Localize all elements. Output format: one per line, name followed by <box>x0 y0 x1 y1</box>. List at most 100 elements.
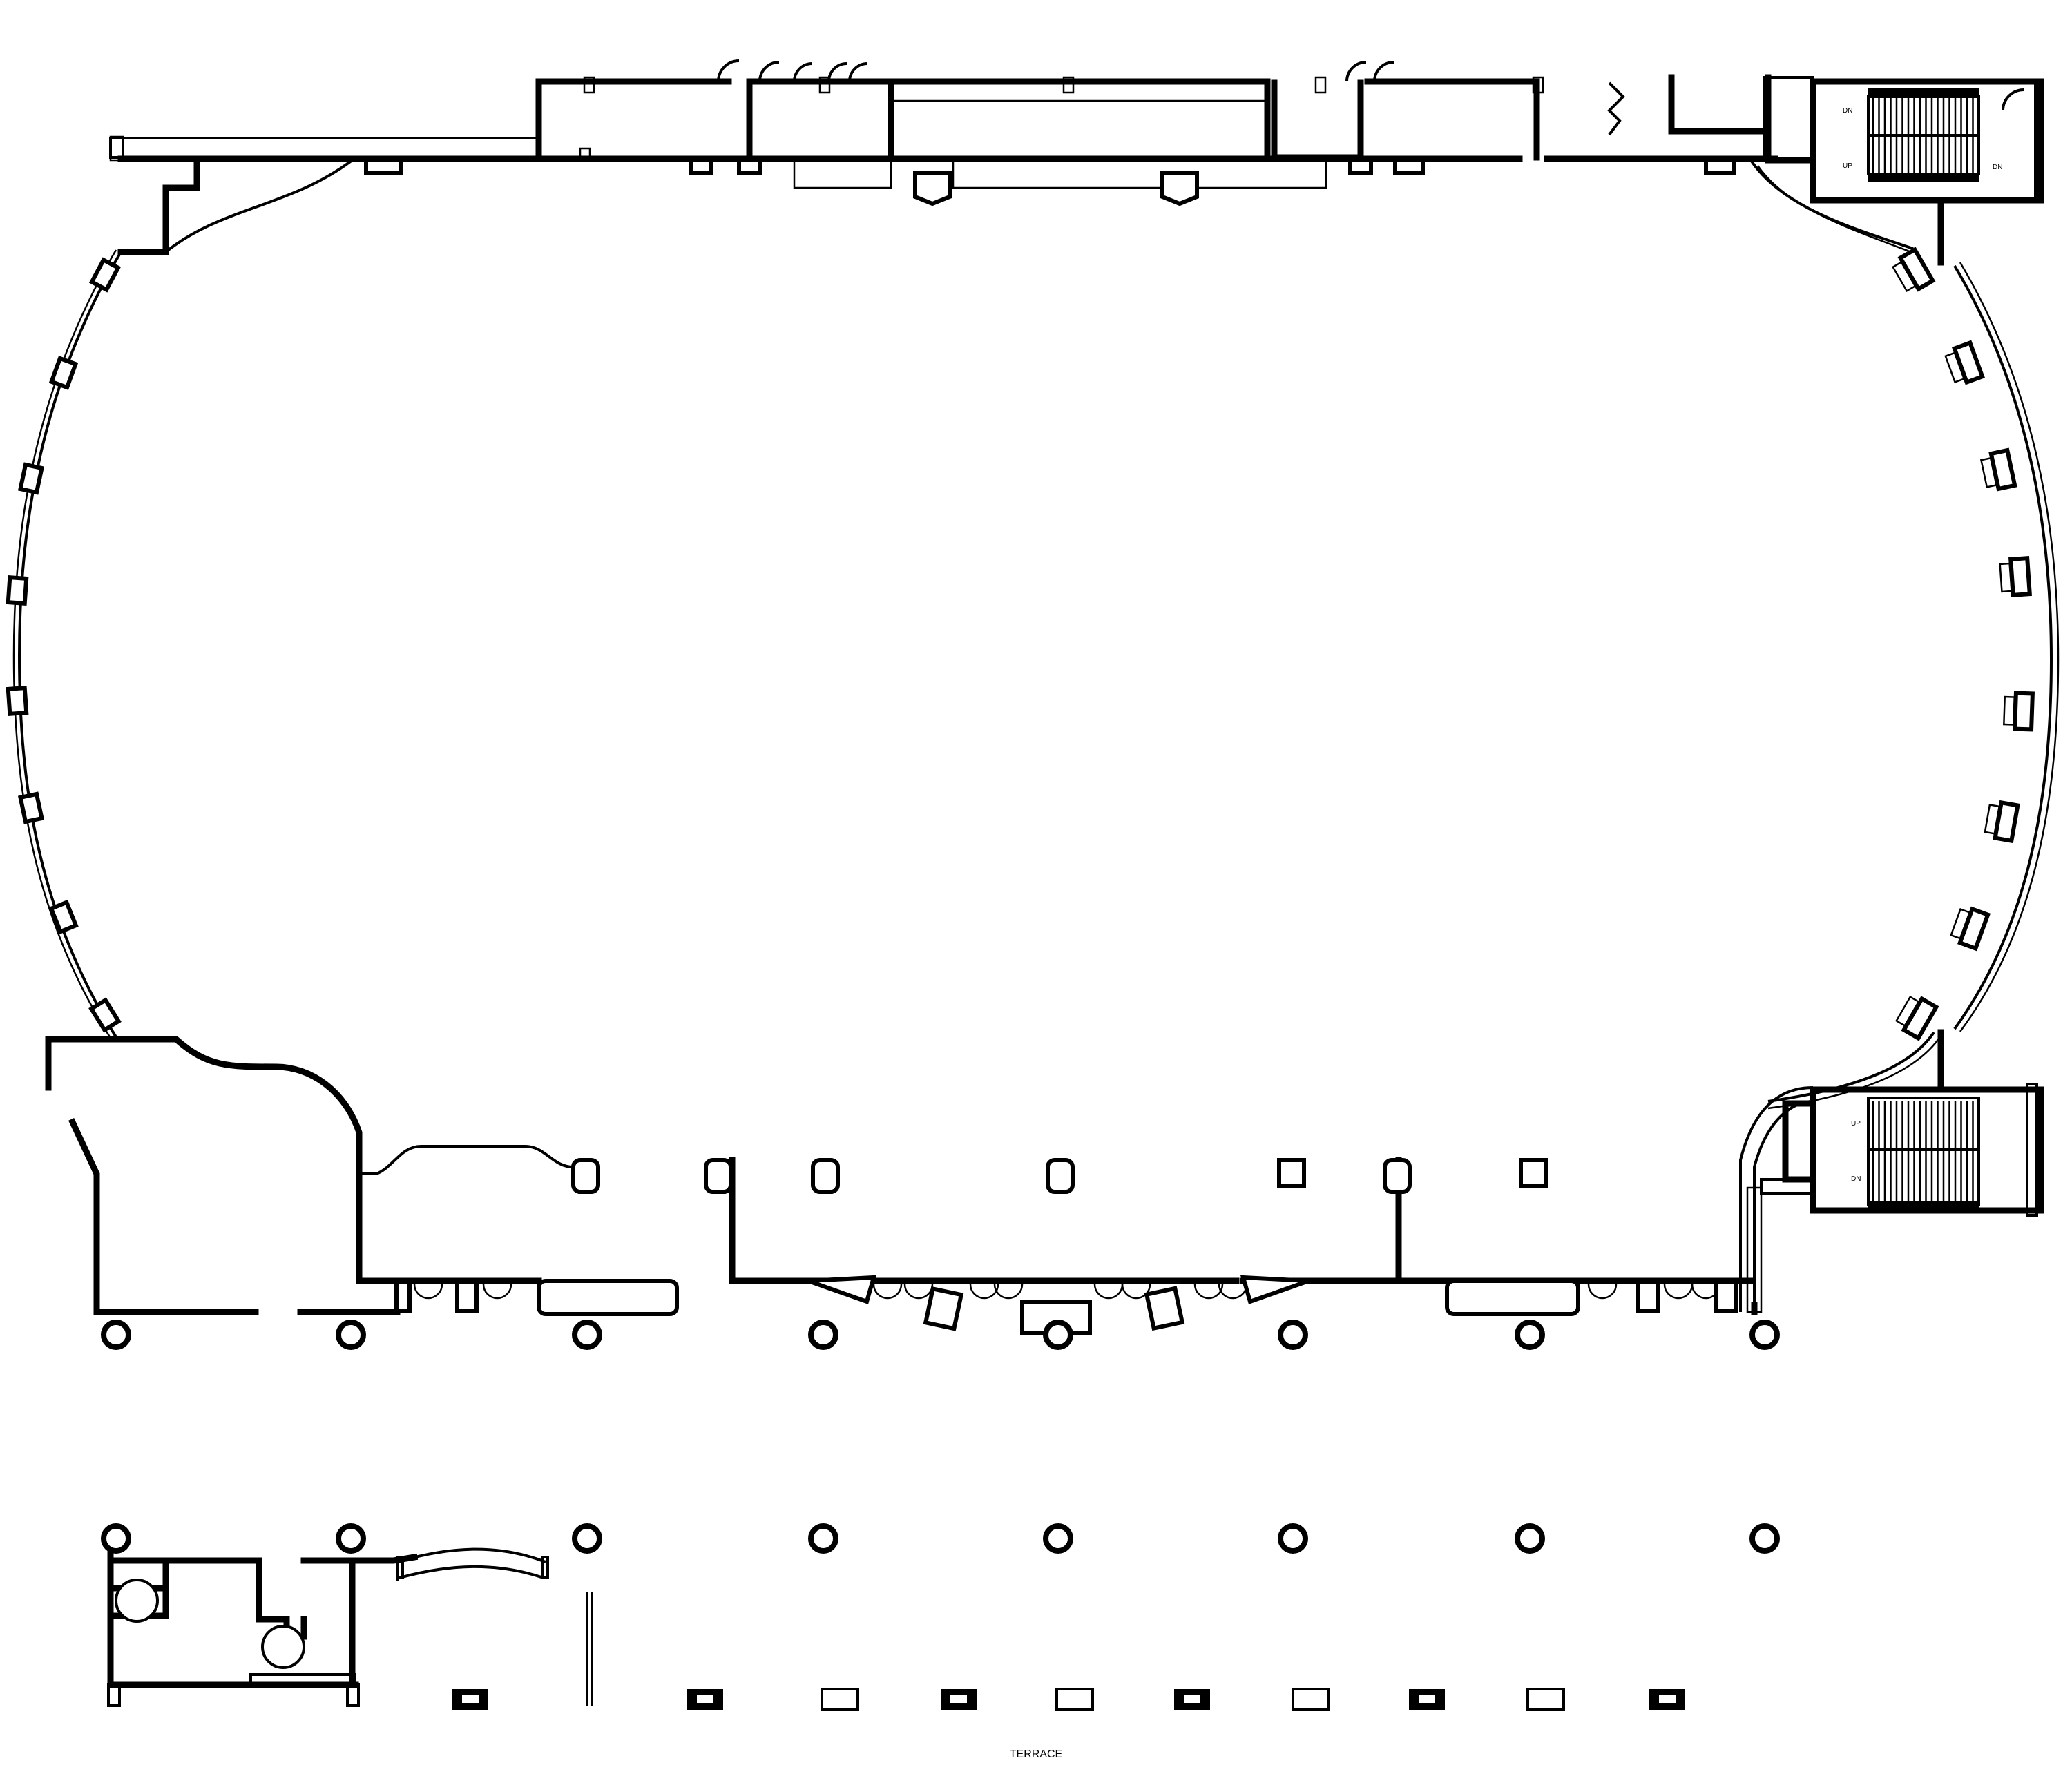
pier-block <box>1957 906 1991 952</box>
pier-block <box>48 356 79 390</box>
pier-cover <box>1895 995 1920 1027</box>
column <box>1515 1320 1545 1350</box>
pier-block <box>17 462 45 495</box>
front-pier <box>1046 1158 1075 1194</box>
perimeter-pier <box>48 899 79 935</box>
perimeter-pier <box>1984 800 2020 844</box>
stair-south-east: UP DN <box>1739 1029 2044 1315</box>
terrace-piers <box>452 1688 1685 1711</box>
perimeter-pier <box>1950 906 1991 952</box>
terrace-columns <box>101 1320 1780 1554</box>
terrace-pier-core <box>950 1695 967 1703</box>
column <box>1749 1320 1780 1350</box>
ballroom-perimeter <box>12 249 2060 1042</box>
pier-cover <box>1892 260 1917 293</box>
column <box>101 1320 131 1350</box>
column <box>1749 1523 1780 1554</box>
column <box>808 1523 838 1554</box>
column <box>1278 1523 1308 1554</box>
door-swing <box>482 1284 512 1300</box>
pier-cover <box>2003 695 2015 726</box>
pier-block <box>2012 691 2035 732</box>
door-swing <box>993 1284 1024 1300</box>
column <box>572 1523 602 1554</box>
front-pier <box>571 1158 600 1194</box>
column <box>336 1523 366 1554</box>
stair-label-up: UP <box>1851 1120 1861 1128</box>
north-corridor <box>109 59 1917 255</box>
perimeter-pier <box>1892 247 1936 293</box>
pier-cover <box>1984 803 2001 835</box>
door-swing <box>969 1284 999 1300</box>
stair-north-east: DN UP DN <box>1763 74 2044 266</box>
pier-block <box>1993 800 2020 844</box>
column <box>101 1523 131 1554</box>
terrace-pier-core <box>1659 1695 1676 1703</box>
perimeter-pier <box>17 791 45 824</box>
door-swing <box>1121 1284 1151 1300</box>
pier-cover <box>1944 351 1966 383</box>
terrace-label: TERRACE <box>1010 1748 1062 1760</box>
column <box>1043 1320 1073 1350</box>
door-swing <box>413 1284 443 1300</box>
pier-cover <box>1950 908 1971 940</box>
column <box>336 1320 366 1350</box>
perimeter-pier <box>17 462 45 495</box>
pier-block <box>88 257 122 293</box>
door-swing <box>903 1284 934 1300</box>
terrace-pier <box>1526 1688 1565 1711</box>
perimeter-pier <box>6 686 29 716</box>
terrace-pier-core <box>462 1695 479 1703</box>
perimeter-pier <box>1999 556 2032 597</box>
front-pier <box>1277 1158 1306 1188</box>
perimeter-pier <box>88 257 122 293</box>
pier-block <box>88 997 122 1033</box>
pier-block <box>2008 556 2032 597</box>
terrace-pier-core <box>697 1695 713 1703</box>
pier-cover <box>1979 456 1997 488</box>
door-swing <box>1663 1284 1694 1300</box>
door-swing <box>872 1284 903 1300</box>
terrace-pavilion <box>107 1547 593 1707</box>
pier-block <box>6 686 29 716</box>
terrace-pier <box>1055 1688 1094 1711</box>
front-pier <box>811 1158 840 1194</box>
column <box>1278 1320 1308 1350</box>
pier-cover <box>1999 562 2013 593</box>
terrace-pier <box>821 1688 859 1711</box>
perimeter-pier <box>1979 447 2017 492</box>
south-prefunction <box>45 1036 1754 1335</box>
pier-block <box>1988 447 2017 492</box>
front-pier <box>1383 1158 1412 1194</box>
column <box>572 1320 602 1350</box>
pier-block <box>48 899 79 935</box>
door-swing <box>1587 1284 1618 1300</box>
terrace-pier-core <box>1184 1695 1200 1703</box>
pier-block <box>1897 247 1936 292</box>
perimeter-pier <box>88 997 122 1033</box>
perimeter-pier <box>6 575 29 606</box>
door-swing <box>1193 1284 1224 1300</box>
pier-block <box>17 791 45 824</box>
perimeter-pier <box>2003 691 2035 732</box>
pier-block <box>1951 340 1986 385</box>
door-swing <box>1218 1284 1248 1300</box>
perimeter-piers <box>6 247 2035 1041</box>
column <box>1515 1523 1545 1554</box>
stair-label-dn: DN <box>1851 1175 1861 1183</box>
terrace-pier-core <box>1419 1695 1435 1703</box>
front-pier <box>1519 1158 1548 1188</box>
front-piers <box>571 1158 1548 1194</box>
door-swing <box>1093 1284 1124 1300</box>
pier-block <box>1901 996 1939 1041</box>
front-pier <box>704 1158 733 1194</box>
stair-label-up: UP <box>1843 162 1852 170</box>
column <box>808 1320 838 1350</box>
terrace-pier <box>1292 1688 1330 1711</box>
perimeter-pier <box>1944 340 1986 385</box>
pier-block <box>6 575 29 606</box>
stair-label-dn: DN <box>1843 107 1852 115</box>
perimeter-pier <box>48 356 79 390</box>
column <box>1043 1523 1073 1554</box>
